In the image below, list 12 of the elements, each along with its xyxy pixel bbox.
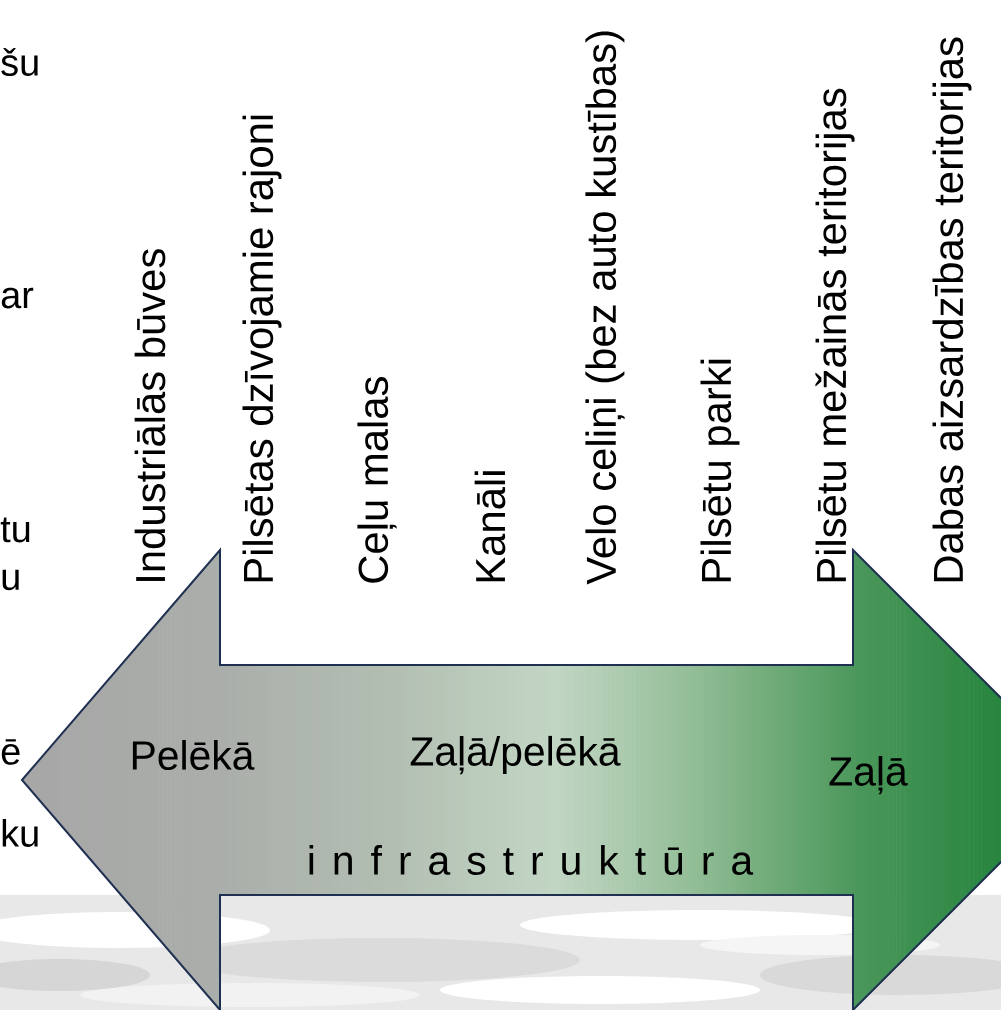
category-label: Pilsētu parki (700, 359, 740, 582)
text-fragment: tu (0, 517, 30, 543)
category-label: Pilsētas dzīvojamie rajoni (242, 115, 282, 582)
text-fragment: šu (1, 48, 38, 76)
text-fragment: ar (1, 287, 34, 309)
category-label: Ceļu malas (357, 377, 397, 583)
category-label: Industriālās būves (134, 249, 166, 581)
category-label: Kanāli (474, 471, 506, 582)
text-fragment: ku (2, 819, 38, 847)
category-label: Pilsētu mežainās teritorijas (815, 88, 855, 582)
category-label: Velo celiņi (bez auto kustības) (585, 31, 625, 585)
category-label: Dabas aizsardzības teritorijas (932, 37, 972, 582)
